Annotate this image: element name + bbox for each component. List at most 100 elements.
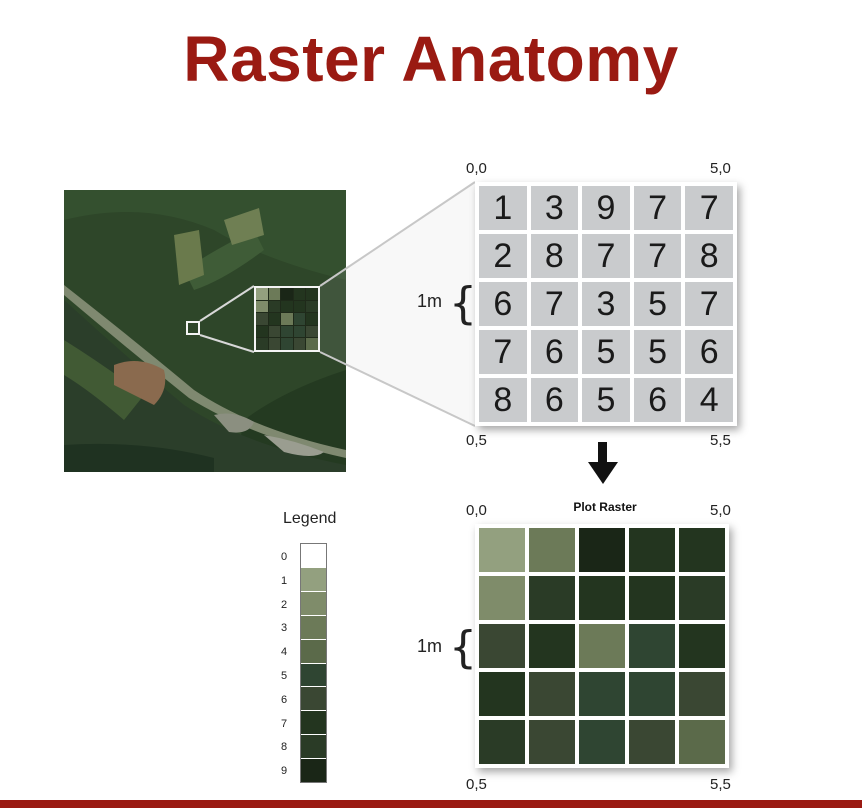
mini-grid-cell — [268, 288, 281, 300]
legend-value-label: 8 — [281, 741, 288, 754]
zoom-mini-grid — [254, 286, 320, 352]
mini-grid-cell — [293, 300, 306, 313]
value-grid-corner-bl: 0,5 — [466, 432, 487, 449]
plot-grid-corner-tr: 5,0 — [710, 502, 731, 519]
plot-raster-cell — [579, 528, 625, 572]
mini-grid-cell — [268, 300, 281, 313]
plot-raster-cell — [479, 576, 525, 620]
legend-value-label: 9 — [281, 765, 288, 778]
value-cell: 2 — [479, 234, 527, 278]
plot-raster-cell — [679, 672, 725, 716]
value-cell: 6 — [633, 378, 682, 422]
legend-swatch — [301, 686, 326, 711]
legend-swatch — [301, 734, 326, 759]
plot-raster-cell — [629, 624, 675, 668]
plot-raster-cell — [529, 528, 575, 572]
mini-grid-cell — [281, 288, 293, 300]
mini-grid-cell — [281, 325, 293, 338]
plot-raster-cell — [579, 720, 625, 764]
plot-grid-brace-icon: { — [449, 622, 477, 673]
plot-raster-cell — [529, 720, 575, 764]
mini-grid-cell — [281, 300, 293, 313]
plot-raster-cell — [479, 528, 525, 572]
value-cell: 8 — [685, 234, 733, 278]
mini-grid-cell — [293, 338, 306, 350]
value-cell: 5 — [633, 330, 682, 374]
mini-grid-cell — [268, 313, 281, 325]
mini-grid-cell — [256, 300, 268, 313]
zoom-source-box — [186, 321, 200, 335]
mini-grid-cell — [256, 313, 268, 325]
plot-raster-label: Plot Raster — [573, 500, 637, 514]
plot-raster-cell — [679, 528, 725, 572]
plot-grid-corner-br: 5,5 — [710, 776, 731, 793]
value-grid-cell-size-label: 1m — [417, 291, 443, 311]
legend-value-label: 7 — [281, 717, 288, 730]
plot-raster-cell — [529, 576, 575, 620]
plot-raster-cell — [629, 720, 675, 764]
value-grid-corner-br: 5,5 — [710, 432, 731, 449]
legend-swatch — [301, 614, 326, 639]
legend-swatch — [301, 710, 326, 735]
value-cell: 7 — [685, 186, 733, 230]
value-cell: 8 — [530, 234, 579, 278]
page-title: Raster Anatomy — [183, 23, 679, 95]
value-cell: 7 — [582, 234, 630, 278]
value-grid-corner-tr: 5,0 — [710, 160, 731, 177]
value-grid-corner-tl: 0,0 — [466, 160, 487, 177]
plot-raster-cell — [579, 672, 625, 716]
value-cell: 4 — [685, 378, 733, 422]
legend-swatch — [301, 544, 326, 567]
plot-raster-cell — [479, 720, 525, 764]
plot-raster-grid — [475, 524, 729, 768]
legend-swatch — [301, 638, 326, 663]
mini-grid-cell — [256, 338, 268, 350]
legend-value-label: 5 — [281, 670, 288, 682]
down-arrow-icon — [598, 442, 607, 464]
value-cell: 6 — [530, 378, 579, 422]
value-cell: 7 — [479, 330, 527, 374]
value-cell: 5 — [633, 282, 682, 326]
value-cell: 9 — [582, 186, 630, 230]
legend-swatch — [301, 662, 326, 687]
plot-raster-cell — [629, 672, 675, 716]
plot-raster-cell — [679, 624, 725, 668]
mini-grid-cell — [293, 288, 306, 300]
value-grid-brace-icon: { — [449, 278, 477, 329]
legend-swatch — [301, 758, 326, 783]
mini-grid-cell — [268, 338, 281, 350]
value-cell: 7 — [530, 282, 579, 326]
mini-grid-cell — [306, 300, 318, 313]
legend-value-label: 3 — [281, 622, 288, 635]
mini-grid-cell — [256, 325, 268, 338]
value-cell: 3 — [530, 186, 579, 230]
value-cell: 7 — [633, 234, 682, 278]
plot-raster-cell — [579, 576, 625, 620]
value-cell: 6 — [530, 330, 579, 374]
plot-raster-cell — [479, 624, 525, 668]
mini-grid-cell — [293, 313, 306, 325]
value-cell: 5 — [582, 378, 630, 422]
plot-raster-cell — [529, 624, 575, 668]
plot-raster-cell — [529, 672, 575, 716]
bottom-accent-bar — [0, 800, 862, 808]
value-cell: 5 — [582, 330, 630, 374]
plot-grid-cell-size-label: 1m — [417, 636, 443, 656]
legend-value-label: 0 — [281, 551, 288, 563]
value-cell: 7 — [633, 186, 682, 230]
mini-grid-cell — [256, 288, 268, 300]
plot-raster-cell — [679, 576, 725, 620]
mini-grid-cell — [306, 325, 318, 338]
legend-color-bar — [300, 543, 327, 783]
mini-grid-cell — [306, 288, 318, 300]
mini-grid-cell — [306, 313, 318, 325]
legend-title: Legend — [283, 510, 337, 527]
plot-raster-cell — [479, 672, 525, 716]
down-arrow-head-icon — [588, 462, 618, 484]
value-cell: 7 — [685, 282, 733, 326]
value-cell: 1 — [479, 186, 527, 230]
value-cell: 8 — [479, 378, 527, 422]
mini-grid-cell — [281, 313, 293, 325]
legend-value-label: 4 — [281, 646, 288, 659]
